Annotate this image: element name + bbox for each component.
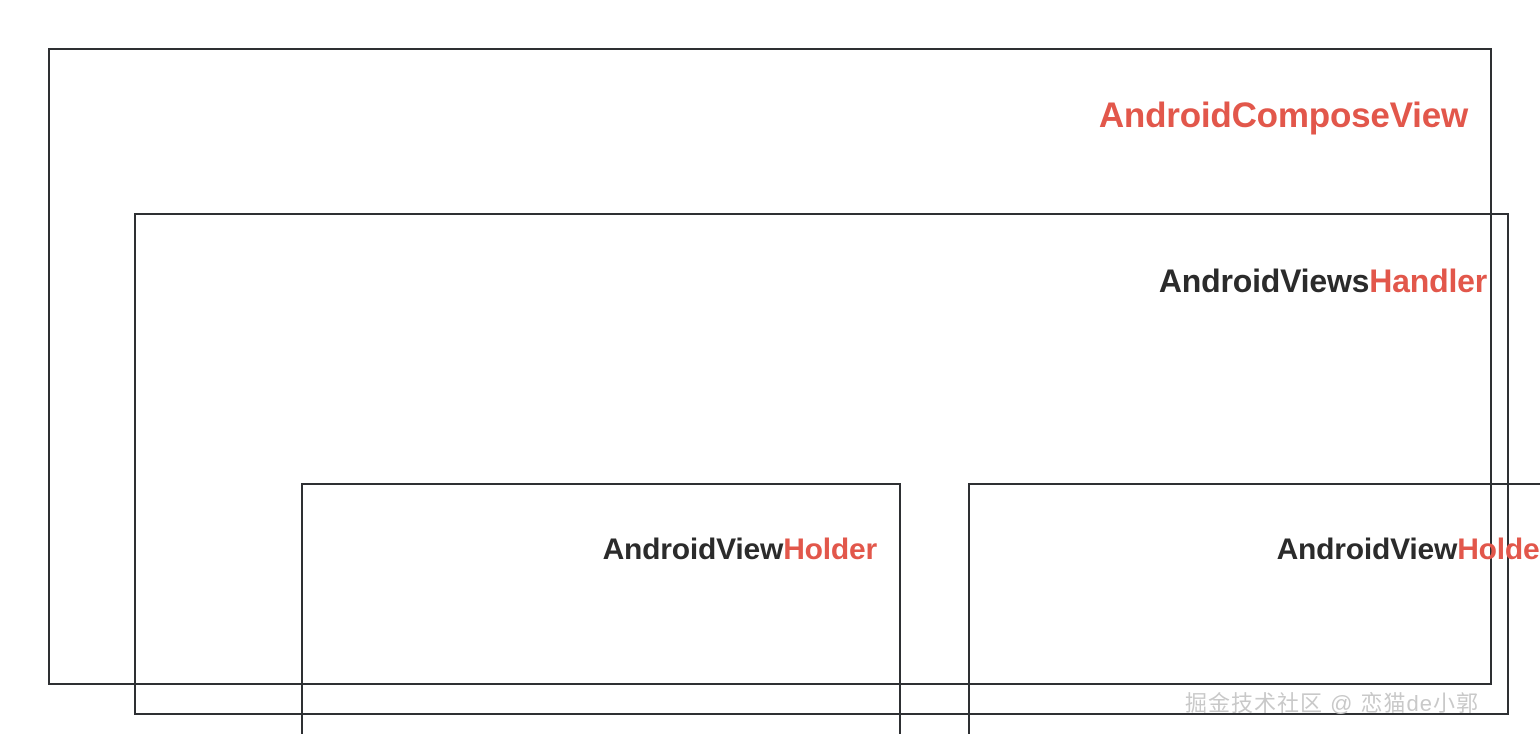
watermark: 掘金技术社区 @ 恋猫de小郭 xyxy=(1185,691,1480,716)
node-android-view-holder-left: AndroidViewHolder TextView xyxy=(301,483,901,734)
label-android-view-holder-right: AndroidViewHolder xyxy=(1277,535,1540,565)
node-android-compose-view: AndroidComposeView AndroidViewsHandler A… xyxy=(48,48,1540,734)
label-android-view-holder-right-prefix: AndroidView xyxy=(1276,533,1458,566)
label-android-views-handler-suffix: Handler xyxy=(1369,263,1487,299)
label-android-view-holder-left-suffix: Holder xyxy=(783,533,877,566)
label-android-compose-view-text: AndroidComposeView xyxy=(1098,96,1468,135)
label-android-views-handler: AndroidViewsHandler xyxy=(1159,265,1487,297)
label-android-compose-view: AndroidComposeView xyxy=(1099,98,1468,133)
label-android-view-holder-right-suffix: Holder xyxy=(1457,533,1540,566)
label-android-view-holder-left: AndroidViewHolder xyxy=(602,533,878,566)
node-android-views-handler: AndroidViewsHandler AndroidViewHolder Te… xyxy=(134,213,1540,734)
label-android-views-handler-prefix: AndroidViews xyxy=(1158,263,1370,299)
label-android-view-holder-left-prefix: AndroidView xyxy=(602,533,784,566)
node-android-view-holder-right: AndroidViewHolder ImageView xyxy=(968,483,1540,734)
